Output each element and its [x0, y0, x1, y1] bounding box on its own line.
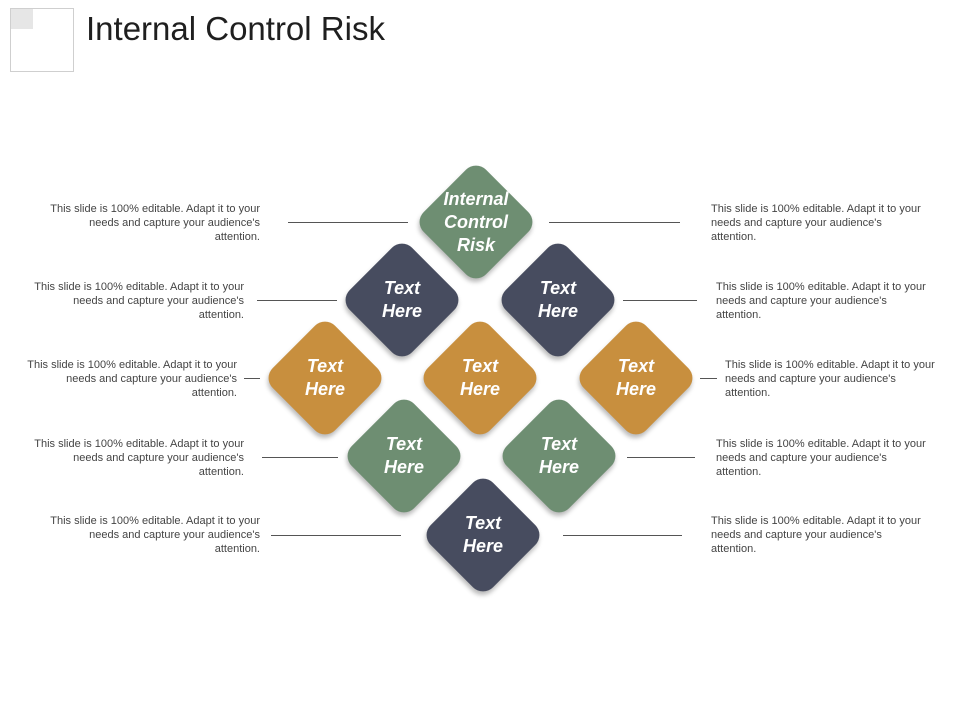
description-right-4: This slide is 100% editable. Adapt it to… [716, 438, 926, 478]
description-left-4: This slide is 100% editable. Adapt it to… [34, 438, 244, 478]
description-left-5: This slide is 100% editable. Adapt it to… [50, 515, 260, 555]
page-title: Internal Control Risk [86, 10, 385, 47]
connector-right-3 [700, 378, 717, 379]
description-right-1: This slide is 100% editable. Adapt it to… [711, 203, 921, 243]
connector-right-4 [627, 457, 695, 458]
description-right-2: This slide is 100% editable. Adapt it to… [716, 281, 926, 321]
connector-right-5 [563, 535, 682, 536]
connector-left-2 [257, 300, 337, 301]
connector-left-4 [262, 457, 338, 458]
logo-placeholder [10, 8, 74, 72]
description-left-1: This slide is 100% editable. Adapt it to… [50, 203, 260, 243]
logo-corner [11, 9, 33, 29]
connector-left-3 [244, 378, 260, 379]
connector-right-2 [623, 300, 697, 301]
description-left-2: This slide is 100% editable. Adapt it to… [34, 281, 244, 321]
connector-left-1 [288, 222, 408, 223]
diamond-top-label: Internal Control Risk [443, 188, 509, 255]
connector-right-1 [549, 222, 680, 223]
description-left-3: This slide is 100% editable. Adapt it to… [27, 359, 237, 399]
connector-left-5 [271, 535, 401, 536]
description-right-3: This slide is 100% editable. Adapt it to… [725, 359, 935, 399]
description-right-5: This slide is 100% editable. Adapt it to… [711, 515, 921, 555]
